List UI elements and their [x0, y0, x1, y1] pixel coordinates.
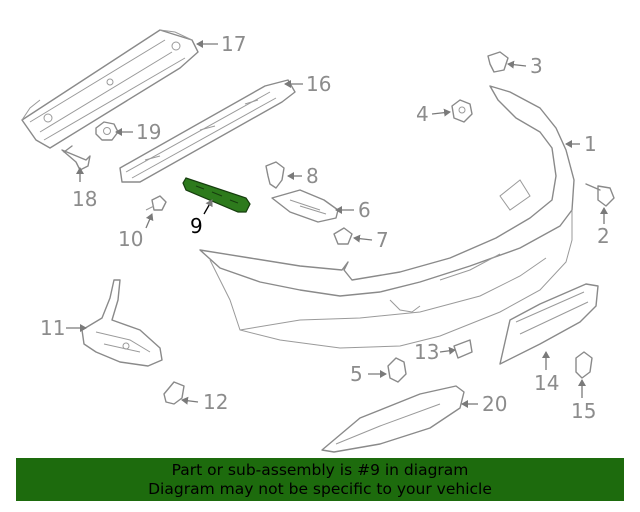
- callout-4[interactable]: 4: [416, 102, 429, 126]
- callout-19[interactable]: 19: [136, 120, 161, 144]
- callout-13[interactable]: 13: [414, 340, 439, 364]
- part-9-bracket-highlighted[interactable]: [182, 177, 251, 213]
- callout-14[interactable]: 14: [534, 371, 559, 395]
- notice-banner: Part or sub-assembly is #9 in diagram Di…: [16, 458, 624, 501]
- callout-16[interactable]: 16: [306, 72, 331, 96]
- callout-15[interactable]: 15: [571, 399, 596, 423]
- callout-10[interactable]: 10: [118, 227, 143, 251]
- part-5-fastener[interactable]: [387, 357, 407, 383]
- callout-9[interactable]: 9: [190, 214, 203, 238]
- part-18-bolt[interactable]: [61, 145, 91, 171]
- part-17-reinforcement-beam[interactable]: [21, 29, 199, 149]
- part-11-side-support[interactable]: [81, 279, 163, 367]
- banner-line-1: Part or sub-assembly is #9 in diagram: [171, 461, 469, 479]
- callout-11[interactable]: 11: [40, 316, 65, 340]
- callout-6[interactable]: 6: [358, 198, 371, 222]
- banner-line-2: Diagram may not be specific to your vehi…: [148, 480, 492, 498]
- part-1-bumper-cover[interactable]: [199, 85, 575, 349]
- part-15-fastener[interactable]: [575, 351, 593, 379]
- part-7-bolt[interactable]: [333, 227, 353, 245]
- callout-12[interactable]: 12: [203, 390, 228, 414]
- callout-2[interactable]: 2: [597, 224, 610, 248]
- part-6-side-bracket[interactable]: [271, 189, 339, 223]
- parts-diagram: 17 16 19 18 10 9 8 6 7 3 4 1 2 11 12 13 …: [21, 29, 615, 453]
- part-3-fastener[interactable]: [487, 51, 509, 73]
- part-13-cap[interactable]: [453, 339, 473, 359]
- part-4-fastener[interactable]: [451, 99, 473, 123]
- callout-18[interactable]: 18: [72, 187, 97, 211]
- leader-lines: [66, 40, 608, 408]
- callout-3[interactable]: 3: [530, 54, 543, 78]
- part-12-clip[interactable]: [163, 381, 185, 405]
- part-16-absorber[interactable]: [119, 79, 296, 183]
- callout-20[interactable]: 20: [482, 392, 507, 416]
- part-19-nut[interactable]: [95, 121, 119, 141]
- callout-7[interactable]: 7: [376, 228, 389, 252]
- callout-labels: 17 16 19 18 10 9 8 6 7 3 4 1 2 11 12 13 …: [40, 32, 610, 423]
- callout-17[interactable]: 17: [221, 32, 246, 56]
- part-8-clip[interactable]: [265, 161, 285, 189]
- part-10-screw[interactable]: [145, 195, 167, 211]
- part-14-reflector-panel[interactable]: [499, 283, 599, 365]
- callout-8[interactable]: 8: [306, 164, 319, 188]
- part-2-bolt[interactable]: [585, 183, 615, 207]
- callout-1[interactable]: 1: [584, 132, 597, 156]
- callout-5[interactable]: 5: [350, 362, 363, 386]
- part-20-lower-cover[interactable]: [321, 385, 465, 453]
